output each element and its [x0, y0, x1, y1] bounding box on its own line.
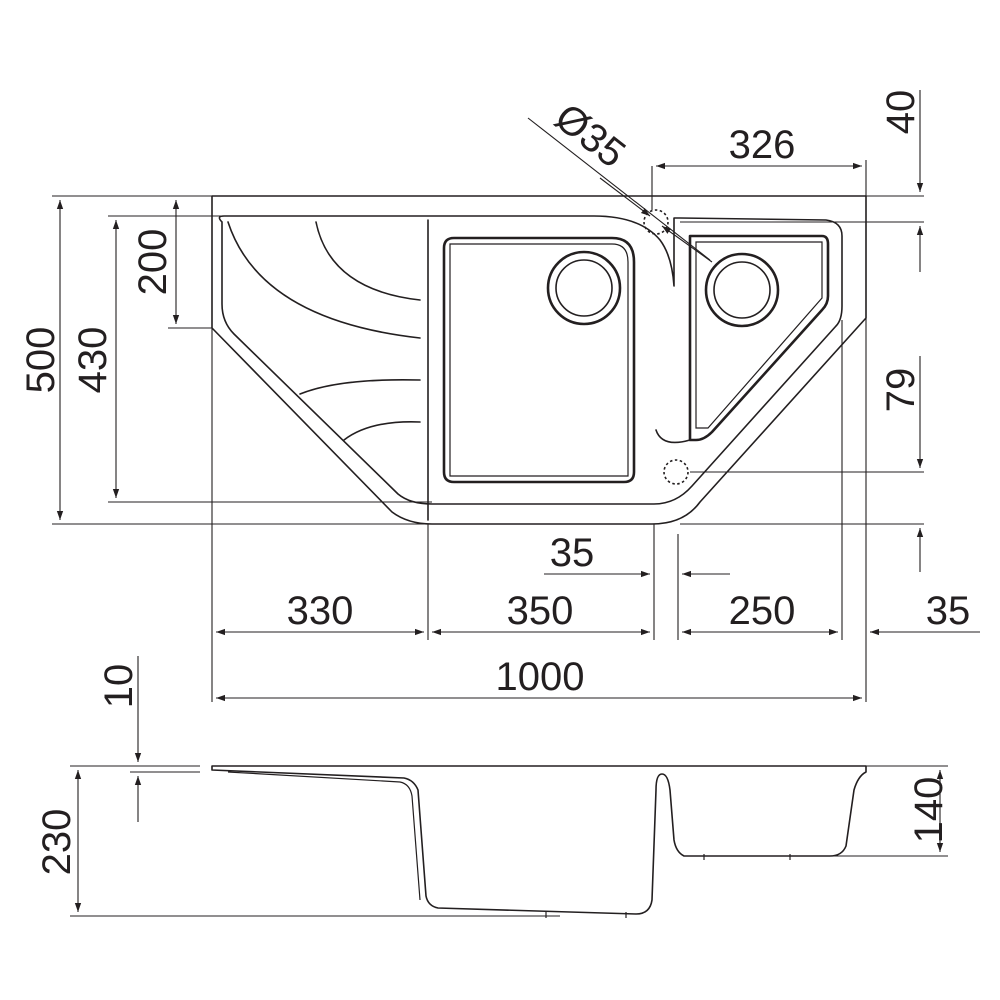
label-35-gap: 35 — [550, 531, 595, 575]
label-230: 230 — [35, 809, 79, 876]
sink-section-profile — [211, 765, 867, 915]
dimension-labels: 500 430 200 Ø35 326 40 79 35 330 350 250… — [19, 90, 970, 876]
label-1000: 1000 — [496, 655, 585, 699]
secondary-basin[interactable] — [688, 234, 830, 442]
tap-hole-bottom[interactable] — [663, 459, 689, 485]
label-diameter: Ø35 — [547, 95, 634, 176]
section-dimensions — [70, 656, 948, 917]
tap-hole-top[interactable] — [643, 209, 669, 235]
secondary-drain-inner — [713, 261, 771, 319]
secondary-basin-inner — [695, 241, 823, 429]
divider-curve — [655, 429, 691, 444]
section-view — [211, 765, 867, 918]
drainboard-grooves — [227, 221, 421, 441]
label-350: 350 — [507, 589, 574, 633]
label-200: 200 — [131, 229, 175, 296]
label-330: 330 — [287, 589, 354, 633]
label-10: 10 — [97, 664, 141, 709]
main-drain[interactable] — [546, 250, 622, 326]
plan-view — [211, 195, 867, 525]
label-326: 326 — [729, 123, 796, 167]
sink-section-inner — [227, 771, 421, 901]
label-250: 250 — [729, 589, 796, 633]
main-drain-inner — [555, 259, 613, 317]
sink-inner-rim — [218, 215, 843, 505]
label-430: 430 — [71, 327, 115, 394]
diameter-leader — [527, 117, 711, 261]
label-40: 40 — [879, 90, 923, 135]
main-basin[interactable] — [442, 236, 636, 484]
label-140: 140 — [907, 777, 951, 844]
plan-dimensions — [52, 90, 980, 702]
label-500: 500 — [19, 327, 63, 394]
main-basin-inner — [449, 243, 629, 477]
secondary-drain[interactable] — [704, 252, 780, 328]
label-79: 79 — [879, 368, 923, 413]
label-35-edge: 35 — [926, 589, 971, 633]
